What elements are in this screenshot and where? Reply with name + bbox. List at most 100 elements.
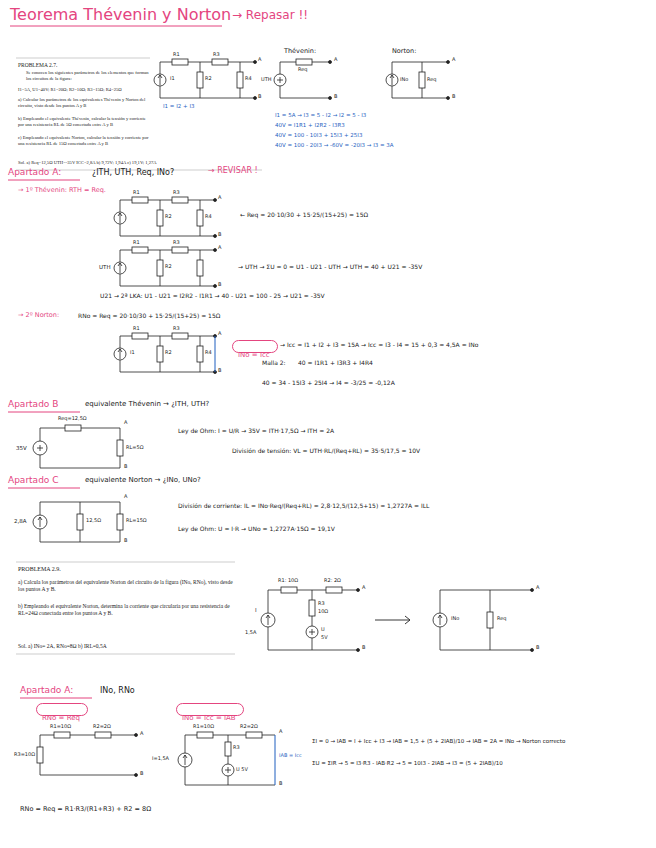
heading-underline: [8, 412, 80, 413]
bubble-text: RNo = Req: [42, 714, 80, 722]
handwritten-note: Req: [427, 77, 437, 83]
handwritten-note: A: [334, 57, 337, 63]
handwritten-note: B: [218, 232, 221, 238]
handwritten-note: División de corriente: IL = INo·Req/(Req…: [178, 503, 429, 510]
handwritten-note: A: [536, 585, 539, 591]
handwritten-note: R4: [245, 76, 252, 82]
handwritten-note: A: [258, 57, 261, 63]
handwritten-note: R3: [213, 52, 220, 58]
circuit-2-7: [154, 59, 257, 100]
handwritten-note: R4: [205, 350, 212, 356]
handwritten-note: A: [140, 731, 143, 737]
handwritten-note: R3: [233, 745, 240, 751]
handwritten-note: Apartado C: [8, 476, 59, 486]
handwritten-note: R1=10Ω: [50, 724, 71, 730]
handwritten-note: → 1º Thévenin: RTH = Req.: [18, 187, 106, 194]
handwritten-note: 2,8A: [14, 518, 27, 524]
handwritten-note: B: [124, 464, 127, 470]
handwritten-note: c) Empleando el equivalente Norton, calc…: [18, 135, 150, 146]
handwritten-note: U 5V: [236, 767, 248, 773]
handwritten-note: I1=5A, U1=40V; R1=20Ω; R2=10Ω; R3=15Ω; R…: [18, 87, 150, 93]
handwritten-note: UTH: [99, 264, 111, 270]
handwritten-note: R3: [173, 240, 180, 246]
handwritten-note: Apartado A:: [20, 686, 73, 696]
handwritten-note: PROBLEMA 2.7.: [18, 62, 57, 68]
handwritten-note: equivalente Thévenin → ¿ITH, UTH?: [85, 401, 209, 409]
heading-underline: [20, 698, 92, 699]
handwritten-note: B: [334, 94, 337, 100]
handwritten-note: R2: 2Ω: [324, 578, 341, 584]
handwritten-note: Req: [298, 67, 308, 73]
handwritten-note: U21 → 2ª LKA: U1 - U21 = I2R2 - I1R1 → 4…: [100, 293, 325, 300]
handwritten-note: A: [279, 729, 282, 735]
handwritten-note: R3: [173, 190, 180, 196]
handwritten-note: R1: 10Ω: [278, 578, 298, 584]
handwritten-note: R2=2Ω: [240, 724, 258, 730]
handwritten-note: B: [279, 781, 282, 787]
handwritten-note: Req: [497, 616, 507, 622]
circuit-norton-load: [33, 502, 123, 542]
equivalence-arrow: [375, 616, 410, 624]
circuit-icc-2-9: [178, 732, 275, 785]
handwritten-note: A: [362, 585, 365, 591]
handwritten-note: R3: [173, 326, 180, 332]
bubble-text: INo = Icc = IAB: [182, 714, 236, 722]
handwritten-note: IAB = Icc: [279, 753, 302, 759]
handwritten-note: Malla 2:: [262, 360, 286, 367]
handwritten-note: b) Empleando el equivalente Thévenin, ca…: [18, 116, 150, 127]
handwritten-note: RNo = Req = R1·R3/(R1+R3) + R2 = 8Ω: [20, 806, 151, 813]
handwritten-note: R3=10Ω: [14, 752, 35, 758]
handwritten-note: I=1,5A: [152, 756, 169, 762]
handwritten-note: → Icc = I1 + I2 + I3 = 15A → Icc = I3 - …: [280, 342, 479, 349]
handwritten-note: B: [218, 282, 221, 288]
handwritten-note: → Repasar !!: [232, 9, 308, 22]
circuit-req-2-9: [37, 732, 138, 777]
handwritten-note: 10Ω: [318, 609, 328, 615]
handwritten-note: B: [124, 538, 127, 544]
handwritten-note: A: [218, 331, 221, 337]
handwritten-note: 40V = I1R1 + I2R2 - I3R3: [275, 122, 345, 128]
highlight-bubble: INo = Icc = IAB: [176, 703, 244, 716]
handwritten-note: ΣI = 0 → IAB = I + Icc + I3 → IAB = 1,5 …: [312, 738, 647, 745]
handwritten-note: Ley de Ohm: U = I·R → UNo = 1,2727A·15Ω …: [178, 526, 335, 533]
handwritten-note: A: [124, 420, 127, 426]
handwritten-note: I1: [130, 350, 135, 356]
thevenin-equivalent: [274, 59, 332, 100]
handwritten-note: Apartado A:: [8, 168, 61, 178]
handwritten-note: INo: [451, 616, 459, 622]
circuit-req: [114, 197, 217, 238]
handwritten-note: B: [140, 771, 143, 777]
handwritten-note: A: [218, 195, 221, 201]
handwritten-note: R1=10Ω: [193, 724, 214, 730]
circuit-norton: [114, 333, 217, 374]
handwritten-note: a) Calcula los parámetros del equivalent…: [18, 579, 233, 593]
handwritten-note: I: [255, 607, 257, 613]
handwritten-note: RL=5Ω: [126, 445, 143, 451]
page-title: Teorema Thévenin y Norton: [10, 6, 231, 24]
title-underline: [10, 26, 222, 27]
handwritten-note: I1 = 5A → I3 = 5 - I2 → I2 = 5 - I3: [275, 112, 366, 118]
short-circuit-wire: [215, 336, 216, 372]
handwritten-note: 40 = 34 - 15I3 + 25I4 → I4 = -3/25 = -0,…: [262, 380, 395, 387]
handwritten-note: → 2º Norton:: [18, 312, 59, 319]
handwritten-note: Ley de Ohm: I = U/R → 35V = ITH·17,5Ω → …: [178, 428, 334, 435]
handwritten-note: 5V: [321, 635, 328, 641]
handwritten-note: INo: [400, 77, 408, 83]
handwritten-note: 40 = I1R1 + I3R3 + I4R4: [298, 360, 373, 367]
handwritten-note: 35V: [16, 445, 27, 451]
short-circuit-wire: [275, 735, 276, 785]
handwritten-note: R1: [173, 52, 180, 58]
handwritten-note: B: [452, 94, 455, 100]
handwritten-note: R3: [318, 601, 325, 607]
handwritten-note: → UTH → ΣU = 0 = U1 - U21 - UTH → UTH = …: [238, 264, 422, 271]
bubble-text: INo = Icc: [238, 351, 270, 359]
handwritten-note: Sol. a) INo= 2A, RNo=8Ω b) IRL=0,5A: [18, 643, 107, 649]
problem-rule: [16, 562, 235, 654]
handwritten-note: Se conocen los siguientes parámetros de …: [26, 70, 150, 81]
handwritten-note: B: [218, 368, 221, 374]
handwritten-note: → REVISAR !: [208, 167, 258, 176]
circuit-uth: [114, 247, 217, 288]
handwritten-note: R2: [165, 214, 172, 220]
handwritten-note: RNo = Req = 20·10/30 + 15·25/(15+25) = 1…: [78, 313, 220, 320]
